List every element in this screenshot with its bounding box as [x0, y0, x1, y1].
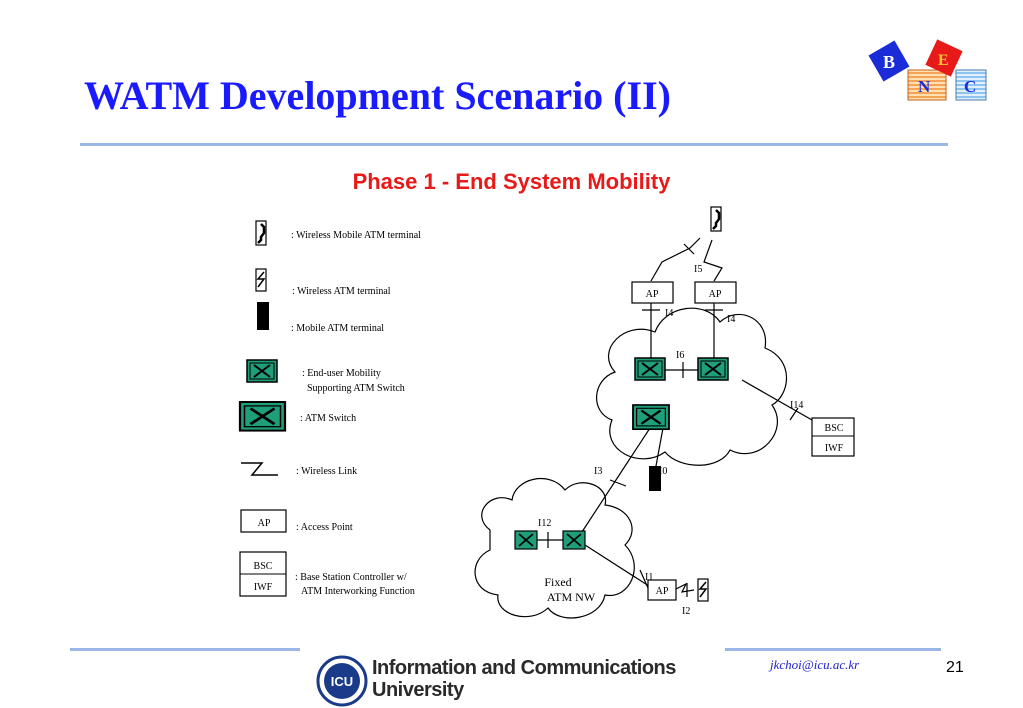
mobility-switch-lower-left: [514, 530, 538, 550]
legend-wireless-terminal: : Wireless ATM terminal: [292, 286, 391, 297]
wireless-terminal-icon: [255, 268, 267, 292]
benc-logo: B E N C: [868, 39, 987, 101]
mobility-switch-left: [634, 357, 666, 381]
atm-switch-icon: [238, 400, 287, 433]
logo-letter-n: N: [918, 77, 931, 96]
logo-letter-b: B: [883, 52, 895, 72]
wireless-mobile-terminal-icon: [254, 219, 268, 247]
page-number: 21: [946, 659, 964, 676]
atm-switch-upper: [631, 403, 671, 431]
mobile-terminal-net: [649, 466, 661, 491]
access-point-right: [694, 281, 737, 304]
legend-bsc-line2: ATM Interworking Function: [301, 586, 415, 597]
wireless-terminal-bottom: [697, 578, 709, 602]
ap-bottom-label: AP: [656, 586, 669, 597]
ap-left-label: AP: [646, 289, 659, 300]
legend-access-point-icon-label: AP: [258, 518, 271, 529]
access-point-left: [631, 281, 674, 304]
fixed-network-label-line2: ATM NW: [547, 590, 596, 604]
interface-i10: I0: [659, 466, 667, 477]
legend-iwf-icon-label: IWF: [254, 582, 273, 593]
legend-access-point: : Access Point: [296, 522, 353, 533]
footer-rule-left: [70, 648, 300, 651]
bsc-iwf-box: [811, 417, 855, 457]
access-point-icon: [240, 509, 287, 533]
mobile-terminal-icon: [257, 302, 269, 330]
legend-bsc-line1: : Base Station Controller w/: [295, 572, 407, 583]
bsc-label: BSC: [825, 423, 844, 434]
university-name-line2: University: [372, 679, 464, 701]
wireless-mobile-terminal-top: [709, 205, 723, 233]
mobility-switch-icon: [246, 359, 278, 383]
footer-email[interactable]: jkchoi@icu.ac.kr: [770, 657, 860, 672]
interface-i1: I1: [645, 572, 653, 583]
legend-mobile-terminal: : Mobile ATM terminal: [291, 323, 384, 334]
interface-i4-left: I4: [665, 308, 673, 319]
interface-i5: I5: [694, 264, 702, 275]
interface-i2: I2: [682, 606, 690, 617]
footer-rule-right: [725, 648, 941, 651]
slide-title: WATM Development Scenario (II): [84, 73, 671, 118]
interface-i4-right: I4: [727, 314, 735, 325]
ap-right-label: AP: [709, 289, 722, 300]
access-point-bottom: [647, 579, 677, 601]
legend-atm-switch: : ATM Switch: [300, 413, 356, 424]
logo-letter-e: E: [938, 52, 949, 69]
wireless-link-icon: [241, 462, 278, 476]
interface-i14: I14: [790, 400, 803, 411]
university-name-line1: Information and Communications: [372, 657, 676, 679]
mobility-switch-lower-right: [562, 530, 586, 550]
iwf-label: IWF: [825, 443, 844, 454]
legend-wireless-link: : Wireless Link: [296, 466, 357, 477]
title-divider: [80, 143, 948, 146]
icu-logo-text: ICU: [331, 674, 353, 689]
mobility-switch-right: [697, 357, 729, 381]
network: AP AP AP BSC IWF I5 I4 I4 I6 I14 I3 I0 I…: [474, 205, 855, 619]
legend: : Wireless Mobile ATM terminal : Wireles…: [238, 219, 421, 597]
icu-logo: ICU: [316, 655, 368, 707]
interface-i3: I3: [594, 466, 602, 477]
fixed-network-label-line1: Fixed: [544, 575, 571, 589]
legend-mobility-switch-line2: Supporting ATM Switch: [307, 383, 405, 394]
logo-letter-c: C: [964, 77, 976, 96]
upper-cloud: [596, 307, 788, 466]
interface-i12: I12: [538, 518, 551, 529]
legend-mobility-switch-line1: : End-user Mobility: [302, 368, 381, 379]
legend-wireless-mobile-terminal: : Wireless Mobile ATM terminal: [291, 230, 421, 241]
interface-i6: I6: [676, 350, 684, 361]
legend-bsc-icon-label: BSC: [254, 561, 273, 572]
slide-subtitle: Phase 1 - End System Mobility: [352, 169, 671, 194]
